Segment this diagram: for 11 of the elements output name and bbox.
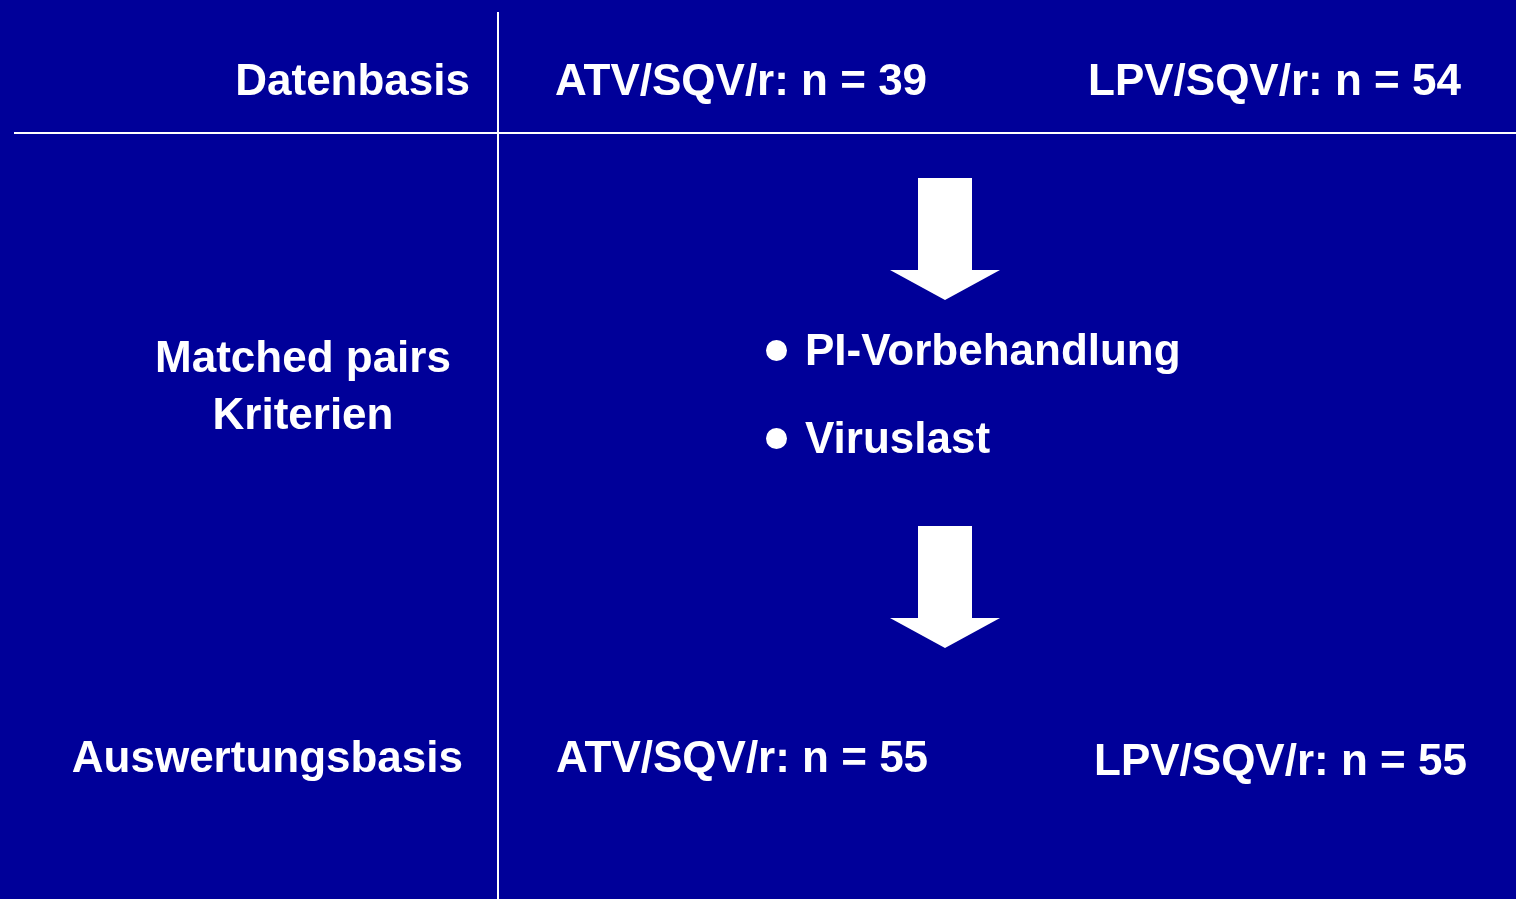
criterion-text: Viruslast [805,416,991,460]
group-count: LPV/SQV/r: n = 55 [1094,738,1467,782]
group-count: ATV/SQV/r: n = 55 [556,735,929,779]
group-count: ATV/SQV/r: n = 39 [555,58,928,102]
block-arrow [890,178,1000,300]
row-label: Auswertungsbasis [71,735,463,779]
row-label: Matched pairs Kriterien [154,331,452,440]
block-arrow [890,526,1000,648]
row-label: Datenbasis [235,58,470,102]
group-count: LPV/SQV/r: n = 54 [1088,58,1461,102]
criterion-text: PI-Vorbehandlung [805,328,1181,372]
